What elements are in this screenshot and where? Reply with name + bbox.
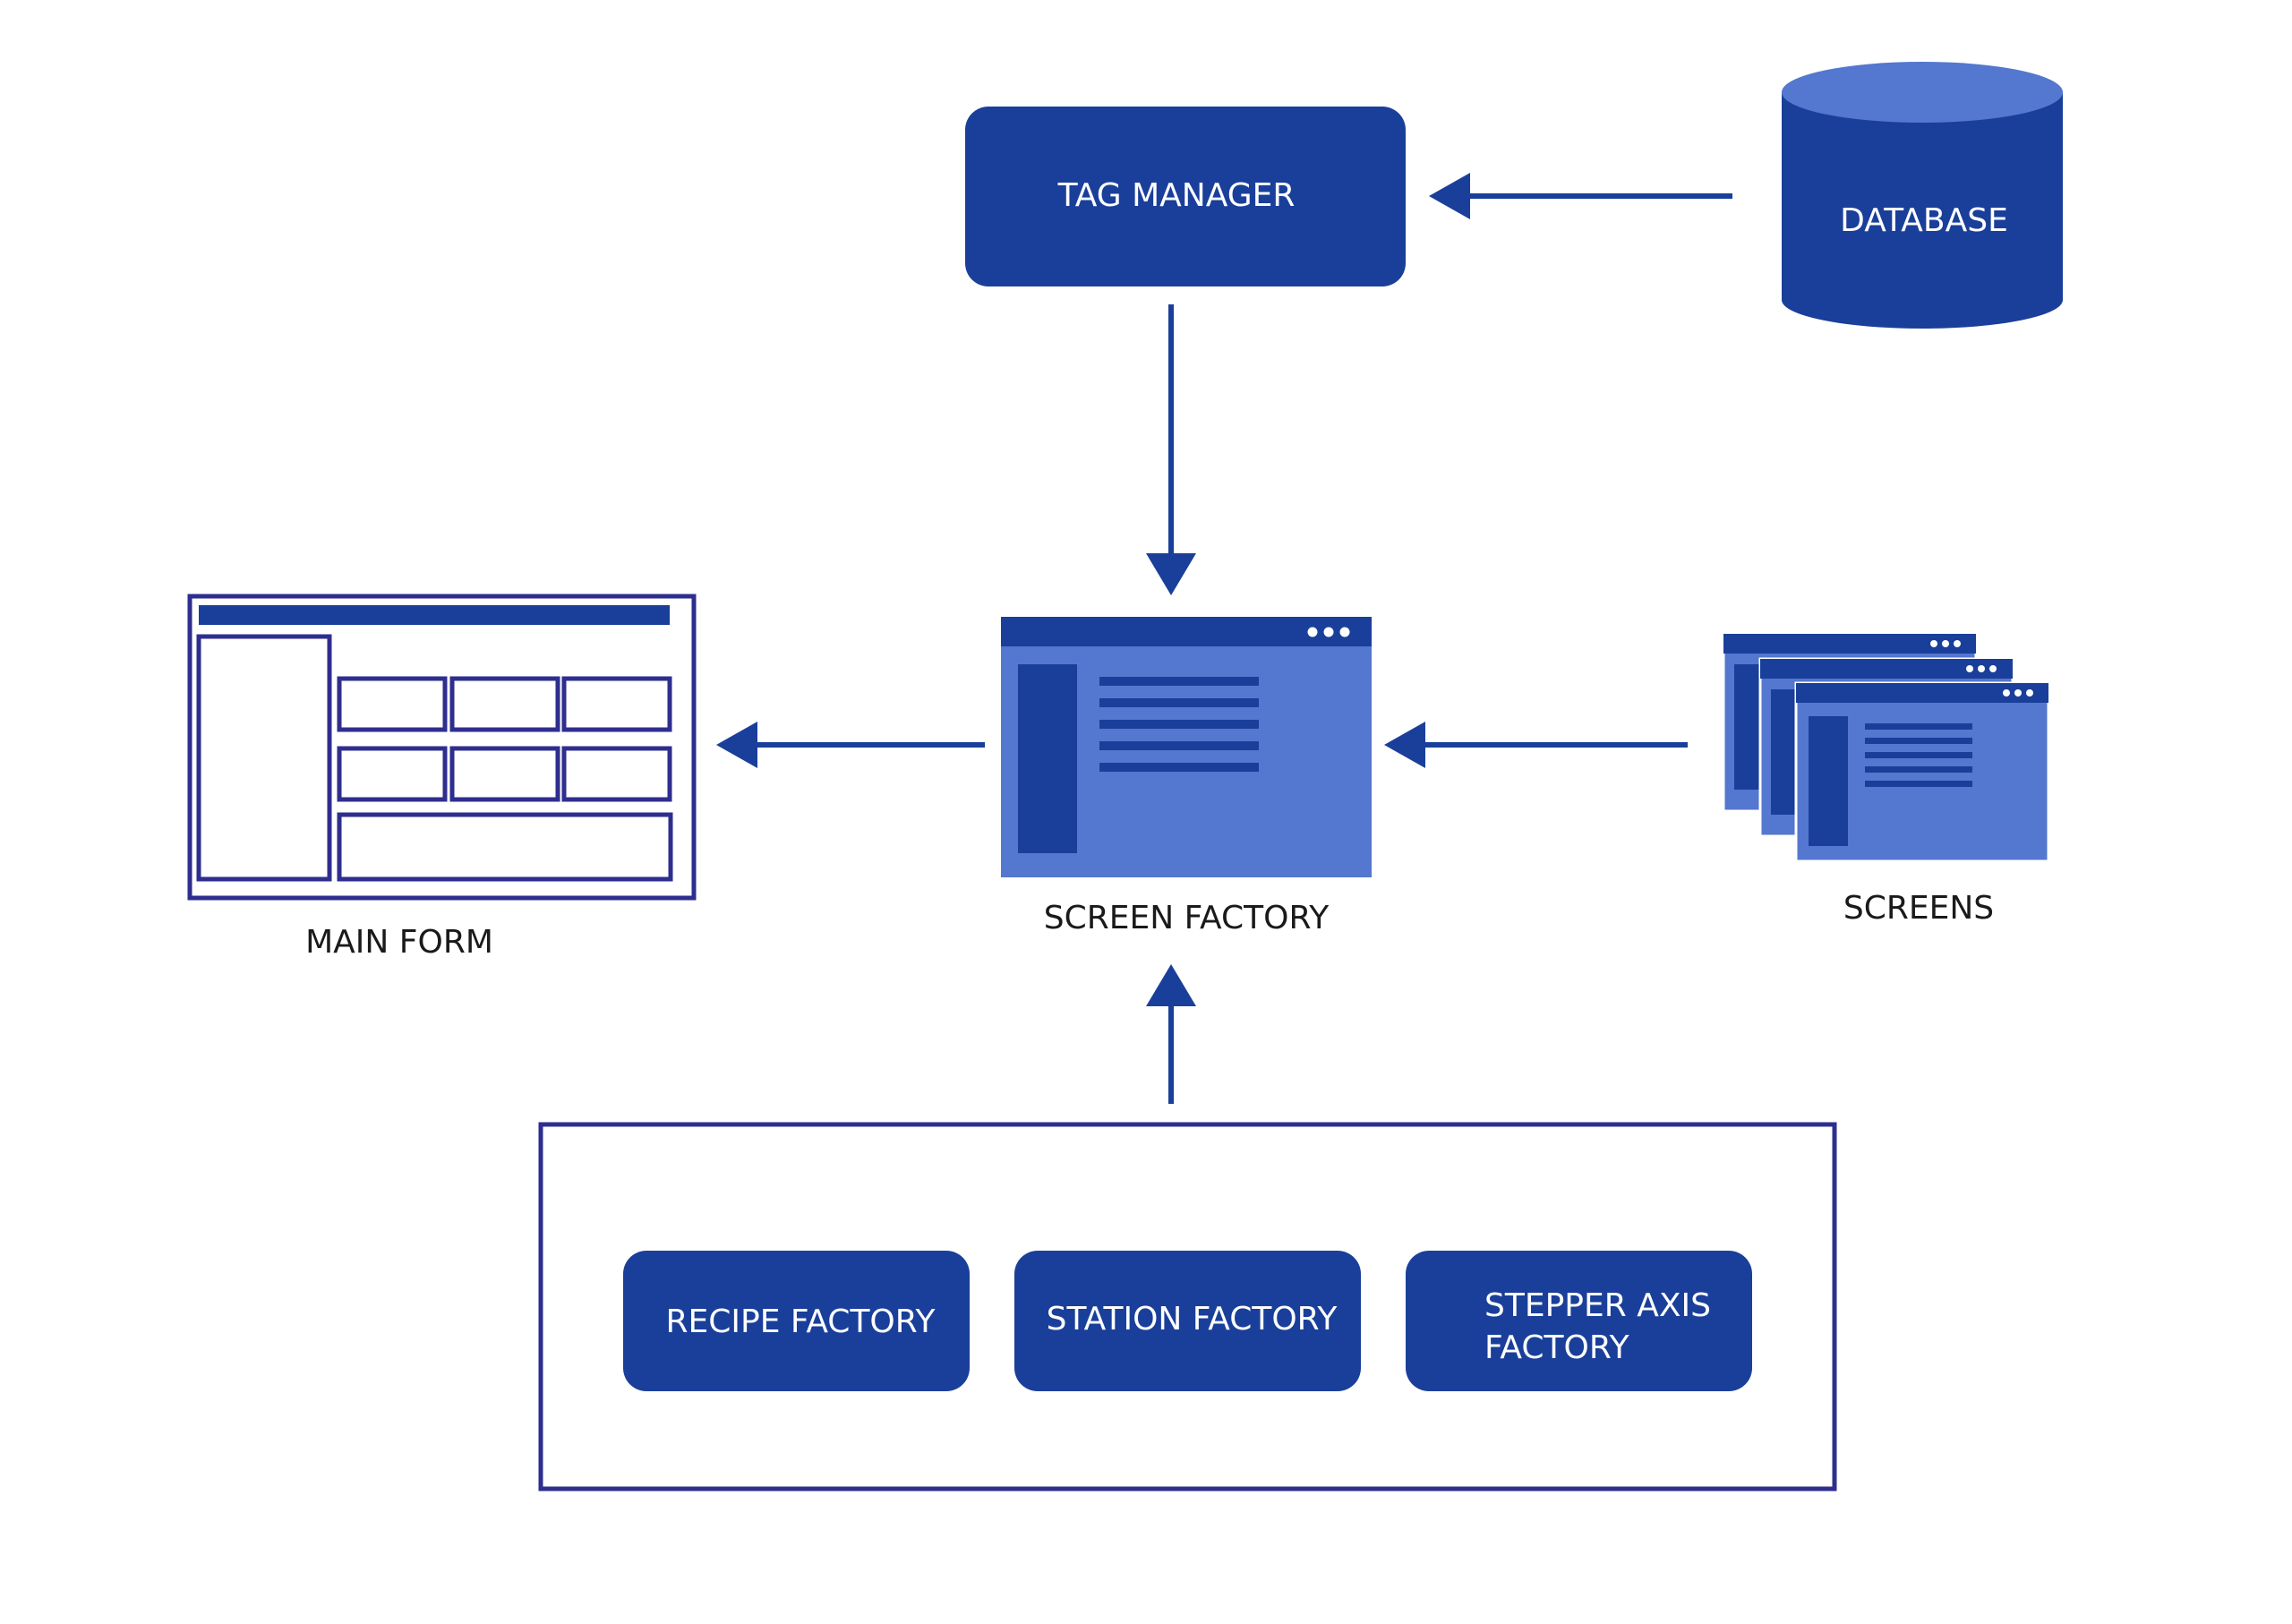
stepper-axis-factory-node: STEPPER AXIS FACTORY xyxy=(1406,1251,1752,1391)
arrow-screen-factory-to-main-form xyxy=(716,722,985,768)
database-node: DATABASE xyxy=(1782,62,2063,329)
tag-manager-node: TAG MANAGER xyxy=(965,107,1406,286)
database-label: DATABASE xyxy=(1840,202,2008,239)
database-cylinder-icon xyxy=(1782,62,2063,329)
stacked-windows-icon xyxy=(1722,632,2050,863)
arrow-database-to-tag-manager xyxy=(1429,173,1732,219)
stepper-axis-factory-label-line2: FACTORY xyxy=(1484,1329,1630,1366)
screen-factory-caption: SCREEN FACTORY xyxy=(1044,900,1330,936)
stepper-axis-factory-label-line1: STEPPER AXIS xyxy=(1484,1287,1711,1324)
arrow-screens-to-screen-factory xyxy=(1384,722,1688,768)
screens-node: SCREENS xyxy=(1722,632,2050,927)
screens-caption: SCREENS xyxy=(1843,890,1994,927)
factories-group: RECIPE FACTORY STATION FACTORY STEPPER A… xyxy=(538,1122,1837,1492)
tag-manager-box xyxy=(965,107,1406,286)
main-form-caption: MAIN FORM xyxy=(305,924,493,961)
factories-container xyxy=(538,1122,1837,1492)
arrow-factories-to-screen-factory xyxy=(1146,964,1196,1104)
station-factory-node: STATION FACTORY xyxy=(1014,1251,1361,1391)
tag-manager-label: TAG MANAGER xyxy=(1057,177,1296,214)
form-wireframe-icon xyxy=(187,594,697,901)
recipe-factory-box xyxy=(623,1251,970,1391)
station-factory-label: STATION FACTORY xyxy=(1047,1301,1338,1338)
recipe-factory-label: RECIPE FACTORY xyxy=(666,1303,936,1340)
recipe-factory-node: RECIPE FACTORY xyxy=(623,1251,970,1391)
arrow-tag-manager-to-screen-factory xyxy=(1146,304,1196,595)
station-factory-box xyxy=(1014,1251,1361,1391)
window-icon xyxy=(1001,617,1372,877)
stepper-axis-factory-box xyxy=(1406,1251,1752,1391)
main-form-node: MAIN FORM xyxy=(187,594,697,961)
screen-factory-node: SCREEN FACTORY xyxy=(1001,617,1372,936)
